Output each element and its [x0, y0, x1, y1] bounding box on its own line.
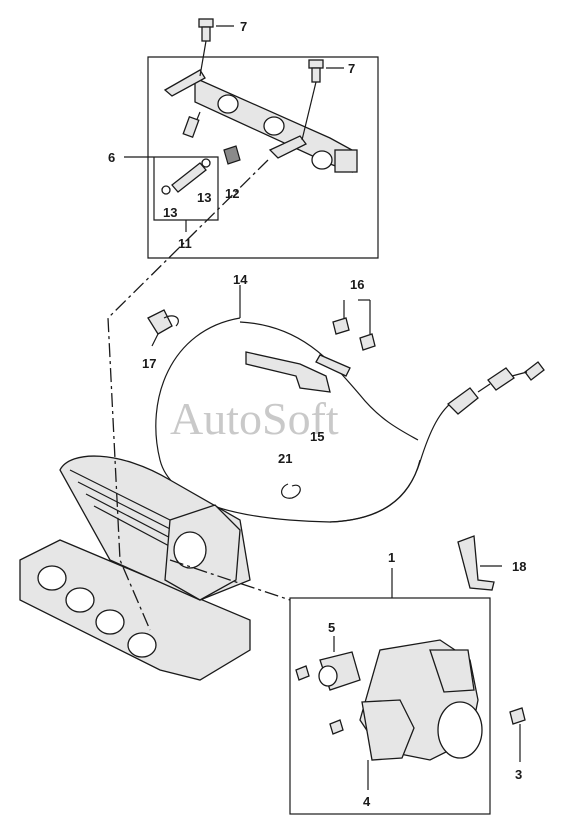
- callout-12: 12: [225, 186, 239, 201]
- throttle-lever: [429, 649, 475, 693]
- bolt-shank: [311, 67, 321, 83]
- fuel-rail-bracket-left: [163, 69, 206, 97]
- cable-inner-run: [239, 321, 419, 441]
- callout-7-upper: 7: [240, 19, 247, 34]
- cable-bracket: [245, 351, 351, 393]
- bolt-head: [308, 59, 324, 69]
- screw-right: [509, 707, 526, 725]
- fuel-injector: [171, 162, 207, 193]
- injector-box-outline: [153, 156, 219, 221]
- bolt-7-lower: [301, 59, 324, 141]
- watermark-text: AutoSoft: [170, 393, 339, 444]
- callout-15: 15: [310, 429, 324, 444]
- relation-line-rail-to-manifold: [107, 159, 269, 631]
- fuel-rail-bracket-right: [268, 135, 307, 159]
- callout-11: 11: [178, 236, 192, 251]
- relation-line-manifold-to-throttle: [169, 559, 291, 601]
- fuel-inlet-fitting: [182, 115, 200, 139]
- fuel-rail: [163, 69, 358, 173]
- bolt-7-upper: [198, 18, 214, 77]
- bolt-16-b: [359, 333, 376, 351]
- callout-13-left: 13: [163, 205, 177, 220]
- o-ring-lower: [161, 185, 171, 195]
- idle-air-valve-port: [318, 665, 338, 687]
- callout-14: 14: [233, 272, 248, 287]
- manifold-port-1: [37, 565, 67, 591]
- callout-4: 4: [363, 794, 371, 809]
- fuel-rail-end-cap: [334, 149, 358, 173]
- cable-link-2: [511, 371, 528, 377]
- bracket-18-body: [457, 535, 495, 591]
- intake-manifold: [19, 455, 251, 681]
- o-ring-upper: [201, 158, 211, 168]
- callout-3: 3: [515, 767, 522, 782]
- bolt-16-a: [332, 317, 350, 335]
- clip-17-body: [147, 309, 173, 335]
- accelerator-cable: [155, 317, 545, 523]
- bracket-18: [457, 535, 495, 591]
- manifold-port-2: [65, 587, 95, 613]
- throttle-sensor: [361, 699, 415, 761]
- callout-18: 18: [512, 559, 526, 574]
- cable-bracket-clip: [315, 354, 351, 377]
- throttle-body: [359, 639, 483, 761]
- callout-13-right: 13: [197, 190, 211, 205]
- callout-6: 6: [108, 150, 115, 165]
- bolt-shank: [201, 26, 211, 42]
- cable-sheath: [329, 399, 456, 523]
- cable-bracket-plate: [245, 351, 331, 393]
- manifold-flange: [19, 539, 251, 681]
- fuel-rail-box-outline: [147, 56, 379, 259]
- bolt-head: [198, 18, 214, 28]
- idle-air-valve: [318, 651, 361, 691]
- leader-lines: [124, 25, 521, 790]
- injector-port-3: [311, 150, 333, 170]
- clip-17-spring: [163, 315, 179, 327]
- callout-16: 16: [350, 277, 364, 292]
- clip-21: [281, 483, 301, 499]
- manifold-port-4: [127, 632, 157, 658]
- throttle-box-outline: [289, 597, 491, 815]
- callout-21: 21: [278, 451, 292, 466]
- plenum-ribs: [69, 469, 189, 557]
- throttle-body-box: [289, 597, 491, 815]
- throttle-bore-outlet: [437, 701, 483, 759]
- cable-link-1: [477, 383, 491, 393]
- cable-boot: [447, 387, 479, 415]
- callout-5: 5: [328, 620, 335, 635]
- injector-clip: [223, 145, 241, 165]
- bolt-axis-line: [199, 40, 207, 77]
- callout-1: 1: [388, 550, 395, 565]
- bolt-axis-line: [301, 81, 317, 141]
- injector-port-1: [217, 94, 239, 114]
- clip-17: [147, 309, 179, 335]
- bolts-16: [332, 317, 376, 351]
- cable-end-fitting: [524, 361, 545, 381]
- cable-adjuster: [487, 367, 515, 391]
- callout-17: 17: [142, 356, 156, 371]
- clip-21-body: [281, 483, 301, 499]
- screw-left: [295, 665, 310, 681]
- injector-subgroup: [153, 145, 241, 221]
- screws-3: [295, 665, 526, 735]
- fuel-rail-group-box: [147, 56, 379, 259]
- throttle-bore: [173, 531, 207, 569]
- injector-port-2: [263, 116, 285, 136]
- manifold-port-3: [95, 609, 125, 635]
- callout-7-lower: 7: [348, 61, 355, 76]
- screw-mid: [329, 719, 344, 735]
